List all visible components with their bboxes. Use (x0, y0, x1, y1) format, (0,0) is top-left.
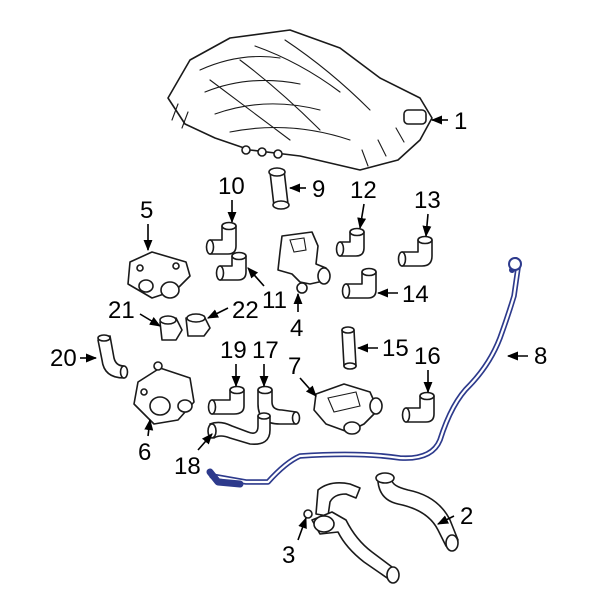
callout-22: 22 (232, 297, 259, 324)
coolant-pipe-highlighted-part[interactable] (206, 257, 522, 488)
leader-7 (299, 377, 317, 397)
callout-11: 11 (262, 287, 287, 314)
callout-18: 18 (174, 453, 201, 480)
callout-3: 3 (282, 542, 295, 569)
elbow-hose-12-part[interactable] (335, 227, 365, 257)
callout-1: 1 (454, 108, 467, 135)
callout-17: 17 (252, 337, 279, 364)
elbow-hose-20-part[interactable] (97, 334, 129, 379)
elbow-hose-19-part[interactable] (207, 385, 245, 415)
fitting-21-part[interactable] (159, 315, 183, 341)
callout-13: 13 (414, 187, 441, 214)
callout-12: 12 (350, 177, 377, 204)
callout-6: 6 (138, 439, 151, 466)
leader-11 (247, 267, 265, 287)
thermostat-part[interactable] (313, 383, 383, 435)
water-outlet-housing-part[interactable] (127, 251, 191, 299)
elbow-hose-13-part[interactable] (397, 235, 433, 267)
leader-2 (436, 515, 455, 525)
callout-14: 14 (402, 281, 429, 308)
callout-8: 8 (534, 343, 547, 370)
radiator-hose-upper-part[interactable] (375, 472, 459, 552)
leader-21 (139, 313, 161, 327)
leader-13 (422, 213, 432, 238)
callout-15: 15 (382, 335, 409, 362)
leader-lines (80, 115, 528, 541)
callout-2: 2 (460, 503, 473, 530)
intake-manifold-part[interactable] (167, 29, 433, 171)
elbow-hose-11-part[interactable] (215, 251, 247, 281)
leader-12 (357, 203, 367, 230)
hose-18-part[interactable] (207, 412, 271, 446)
thermostat-housing-part[interactable] (277, 231, 331, 294)
leader-6 (144, 418, 154, 437)
elbow-hose-10-part[interactable] (205, 221, 237, 255)
callout-16: 16 (414, 343, 441, 370)
callout-9: 9 (312, 176, 325, 203)
fitting-22-part[interactable] (185, 313, 211, 337)
leader-3 (297, 516, 307, 541)
callout-20: 20 (50, 345, 77, 372)
callout-7: 7 (288, 353, 301, 380)
leader-22 (206, 307, 229, 319)
callout-19: 19 (220, 337, 247, 364)
coolant-hose-lower-part[interactable] (303, 482, 400, 584)
callout-labels: 1 2 3 4 5 6 7 8 9 10 11 12 13 14 15 16 1… (50, 108, 547, 569)
callout-10: 10 (218, 173, 245, 200)
hose-straight-part[interactable] (268, 167, 290, 210)
callout-4: 4 (290, 315, 303, 342)
hose-straight-15-part[interactable] (341, 326, 357, 370)
coolant-housing-part[interactable] (133, 361, 195, 425)
elbow-hose-16-part[interactable] (401, 391, 435, 423)
callout-21: 21 (108, 297, 135, 324)
elbow-hose-14-part[interactable] (341, 267, 377, 299)
callout-5: 5 (140, 197, 153, 224)
leader-18 (197, 433, 213, 451)
